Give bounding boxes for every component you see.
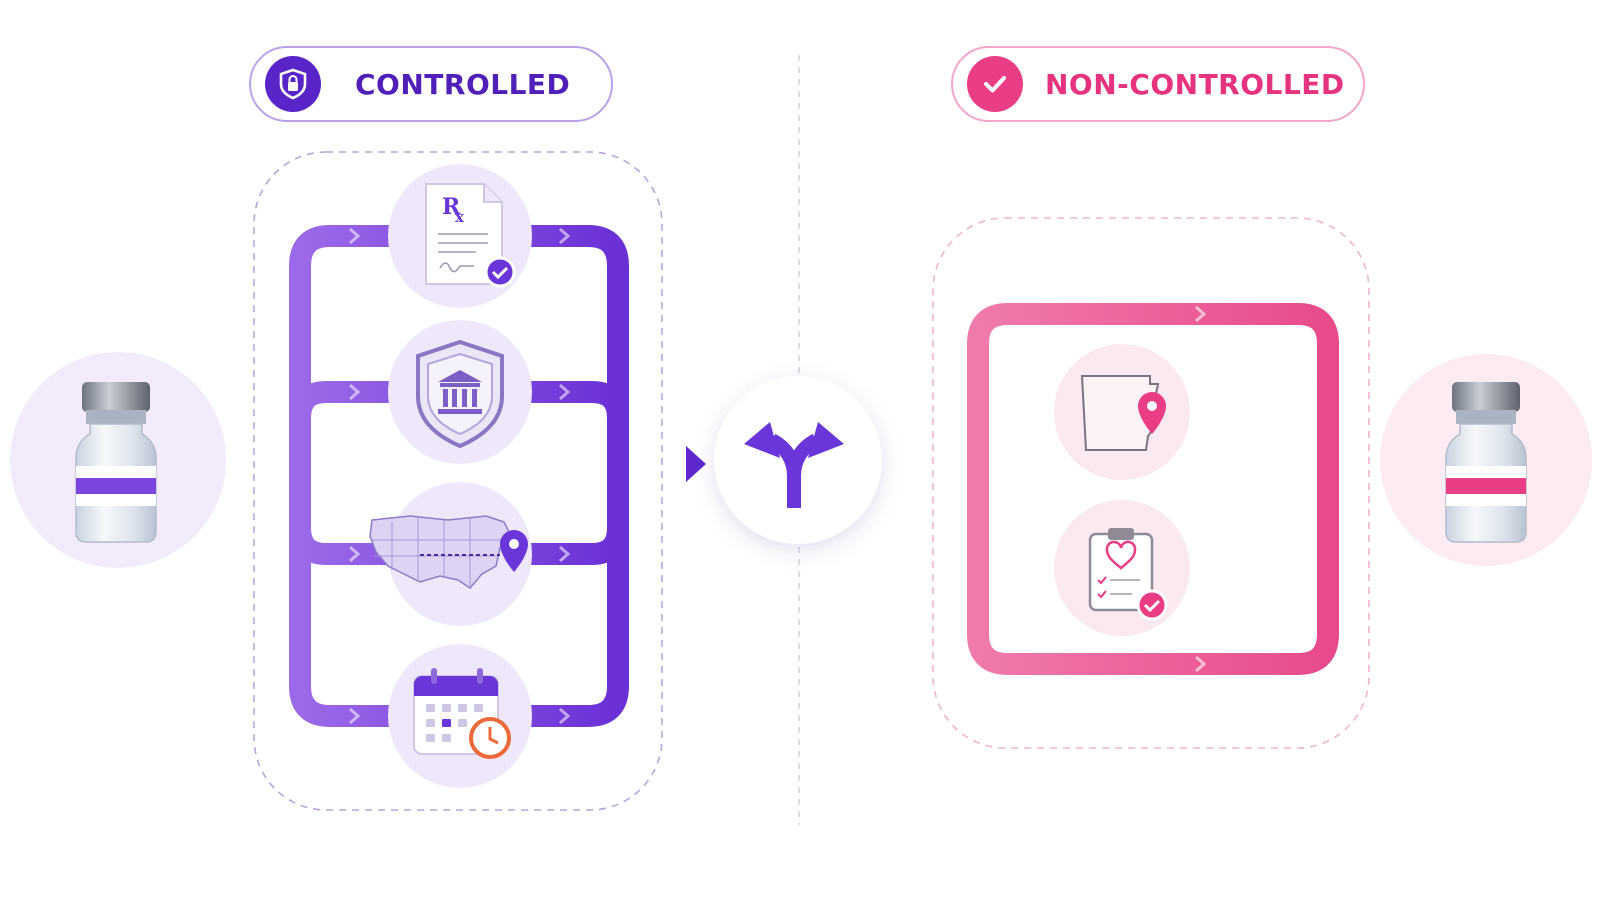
clinical-checklist-step	[1054, 500, 1190, 636]
check-icon	[967, 56, 1023, 112]
noncontrolled-label: NON-CONTROLLED	[1045, 67, 1345, 101]
controlled-group-box	[253, 151, 663, 811]
prescription-step: R x	[388, 164, 532, 308]
controlled-routes	[289, 225, 699, 727]
left-vial	[75, 382, 157, 543]
us-map-pin-icon	[369, 515, 528, 589]
controlled-label: CONTROLLED	[355, 67, 571, 101]
calendar-clock-icon	[413, 668, 511, 759]
noncontrolled-routes	[885, 303, 1425, 675]
noncontrolled-pill: NON-CONTROLLED	[951, 46, 1365, 122]
svg-text:R: R	[442, 194, 461, 220]
lock-shield-icon	[265, 56, 321, 112]
state-map-step	[369, 482, 532, 626]
route-chevrons	[257, 227, 651, 725]
split-arrows-icon	[744, 422, 844, 508]
bank-shield-icon	[416, 339, 504, 449]
controlled-pill: CONTROLLED	[249, 46, 613, 122]
regulatory-step	[388, 320, 532, 464]
svg-text:x: x	[455, 208, 465, 226]
clipboard-heart-icon	[1088, 528, 1168, 621]
prescription-document-icon: R x	[425, 183, 516, 288]
state-location-step	[1054, 344, 1190, 480]
noncontrolled-chevrons	[1195, 305, 1207, 673]
controlled-output-arrowhead	[686, 446, 706, 482]
right-vial	[1445, 382, 1527, 543]
state-map-pin-icon	[1080, 375, 1166, 451]
noncontrolled-group-box	[932, 217, 1370, 749]
schedule-step	[388, 644, 532, 788]
